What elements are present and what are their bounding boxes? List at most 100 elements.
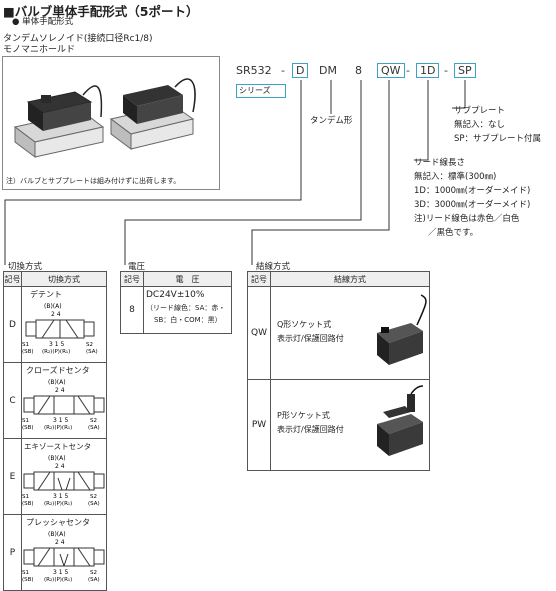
svg-text:3 1 5: 3 1 5 [53,417,68,424]
voltage-code: 8 [120,286,144,334]
switching-name-c: クローズドセンタ [26,366,90,375]
leader-voltage [124,80,362,265]
leader-connection [251,80,390,265]
switching-code-p: P [3,514,22,591]
valve-1-illustration [13,85,105,158]
code-sep-1: - [281,64,285,77]
svg-text:(SA): (SA) [88,501,100,507]
connection-row-pw: P形ソケット式 表示灯/保護回路付 [270,379,430,471]
code-switching: D [292,63,309,78]
svg-text:(B)(A): (B)(A) [44,303,62,310]
switching-row-d: デテント (B)(A) 2 4 3 1 5 S1 (SB) S2 (SA) (R… [21,286,107,363]
product-photo [2,56,220,190]
switching-table: 記号 切換方式 D デテント (B)(A) 2 4 3 1 5 S1 (SB) … [3,271,107,591]
svg-text:2 4: 2 4 [51,311,61,318]
svg-text:(B)(A): (B)(A) [48,531,66,538]
connection-col-code: 記号 [247,271,271,287]
svg-text:(R₂)(P)(R₁): (R₂)(P)(R₁) [42,349,70,355]
code-sep-3: - [444,64,448,77]
switching-col-code: 記号 [3,271,22,287]
connection-name-pw-1: P形ソケット式 [277,411,330,420]
valve-symbol-c: (B)(A) 2 4 3 1 5 S1 (SB) S2 (SA) (R₂)(P)… [22,379,105,431]
voltage-section-title: 電圧 [128,262,146,272]
switching-code-c: C [3,362,22,439]
svg-text:(SB): (SB) [22,349,34,355]
svg-text:S2: S2 [86,342,93,348]
svg-text:S2: S2 [90,494,97,500]
svg-text:(SA): (SA) [86,349,98,355]
switching-name-d: デテント [30,290,62,299]
svg-text:(R₂)(P)(R₁): (R₂)(P)(R₁) [44,425,72,431]
connector-lines [4,80,466,265]
svg-text:S2: S2 [90,418,97,424]
code-voltage: 8 [355,64,362,77]
connection-section-title: 結線方式 [256,262,291,272]
voltage-lead-note-1: （リード線色：SA：赤・ [146,304,226,312]
p-socket-illustration [377,385,424,456]
connection-code-qw: QW [247,286,271,380]
valve-symbol-e: (B)(A) 2 4 3 1 5 S1 (SB) S2 (SA) (R₂)(P)… [22,455,105,507]
switching-row-p: プレッシャセンタ (B)(A) 2 4 3 1 5 S1 (SB) S2 (SA… [21,514,107,591]
switching-code-e: E [3,438,22,515]
svg-text:2 4: 2 4 [55,463,65,470]
leader-subplate [452,80,466,109]
lead-title: リード線長さ [414,158,466,168]
valve-2-illustration [109,78,196,150]
voltage-table: 記号 電 圧 8 DC24V±10% （リード線色：SA：赤・ SB：白・COM… [120,271,232,334]
switching-row-e: エキゾーストセンタ (B)(A) 2 4 3 1 5 S1 (SB) S2 (S… [21,438,107,515]
code-lead: 1D [416,63,440,78]
lead-3d: 3D：3000㎜(オーダーメイド) [414,200,531,210]
series-label: シリーズ [236,84,286,98]
connection-row-qw: Q形ソケット式 表示灯/保護回路付 [270,286,430,380]
voltage-col-code: 記号 [120,271,144,287]
svg-text:(R₂)(P)(R₁): (R₂)(P)(R₁) [44,577,72,583]
product-line-2: モノマニホールド [3,45,76,55]
leader-switching [4,80,302,265]
svg-text:S1: S1 [22,570,29,576]
product-line-1: タンデムソレノイド(接続口径Rc1/8) [3,34,153,44]
svg-text:(SA): (SA) [88,577,100,583]
valve-symbol-p: (B)(A) 2 4 3 1 5 S1 (SB) S2 (SA) (R₂)(P)… [22,531,105,583]
svg-text:2 4: 2 4 [55,387,65,394]
subtitle: ● 単体手配形式 [12,17,74,27]
switching-code-d: D [3,286,22,363]
subplate-sp: SP：サブプレート付属 [454,134,542,144]
svg-text:(B)(A): (B)(A) [48,455,66,462]
connection-table: 記号 結線方式 QW Q形ソケット式 表示灯/保護回路付 PW P形ソケット式 … [247,271,430,471]
svg-text:(SB): (SB) [22,425,34,431]
svg-text:S1: S1 [22,494,29,500]
switching-col-name: 切換方式 [21,271,107,287]
subplate-none: 無記入：なし [454,120,506,130]
switching-name-p: プレッシャセンタ [26,518,90,527]
lead-standard: 無記入：標準(300㎜) [414,172,497,182]
svg-text:S1: S1 [22,418,29,424]
svg-text:3 1 5: 3 1 5 [49,341,64,348]
lead-note-1: 注)リード線色は赤色／白色 [414,214,520,224]
connection-name-qw-2: 表示灯/保護回路付 [277,334,344,343]
code-connection: QW [377,63,405,78]
svg-text:S2: S2 [90,570,97,576]
svg-text:(SB): (SB) [22,501,34,507]
svg-text:S1: S1 [22,342,29,348]
voltage-value: DC24V±10% [146,290,205,300]
tandem-label: タンデム形 [310,116,353,126]
code-subplate: SP [454,63,476,78]
connection-name-pw-2: 表示灯/保護回路付 [277,425,344,434]
svg-text:(R₂)(P)(R₁): (R₂)(P)(R₁) [44,501,72,507]
switching-row-c: クローズドセンタ (B)(A) 2 4 3 1 5 S1 (SB) S2 (SA… [21,362,107,439]
connection-code-pw: PW [247,379,271,471]
code-series: SR532 [236,64,272,77]
code-tandem: DM [319,64,337,77]
svg-text:2 4: 2 4 [55,539,65,546]
subplate-title: サブプレート [454,106,506,116]
connection-col-name: 結線方式 [270,271,430,287]
page-title: ■バルブ単体手配形式（5ポート） [3,4,199,19]
q-socket-illustration [377,294,427,365]
valve-illustration [13,78,196,158]
photo-note: 注）バルブとサブプレートは組み付けずに出荷します。 [6,177,181,185]
voltage-col-name: 電 圧 [143,271,232,287]
svg-text:(SB): (SB) [22,577,34,583]
leader-lead [414,80,429,161]
valve-symbol-d: (B)(A) 2 4 3 1 5 S1 (SB) S2 (SA) (R₂)(P)… [22,303,98,355]
svg-text:3 1 5: 3 1 5 [53,493,68,500]
